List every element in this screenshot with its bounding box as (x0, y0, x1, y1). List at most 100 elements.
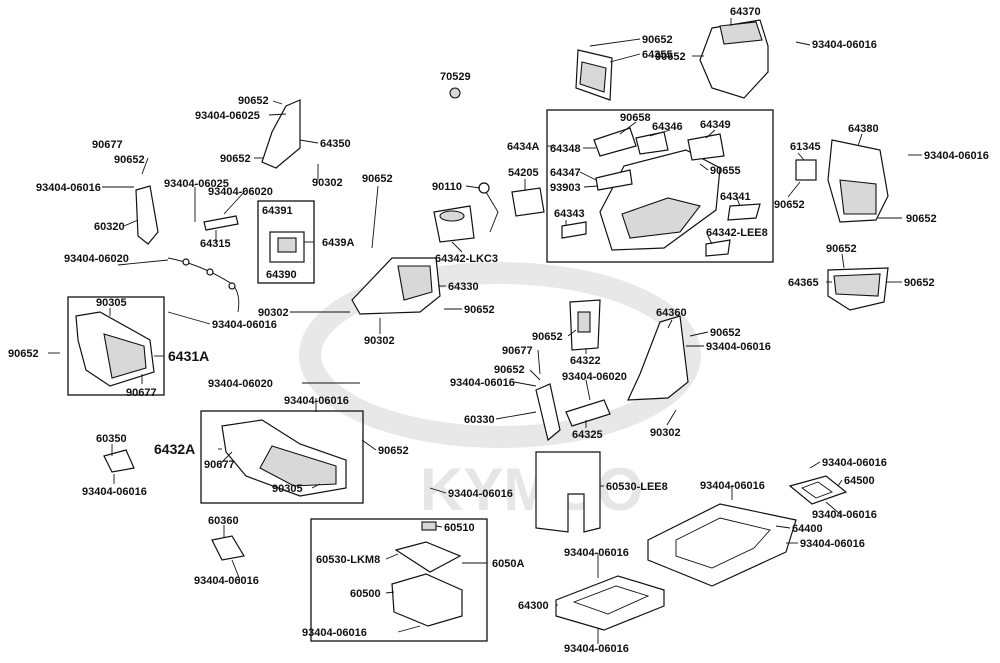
box-6050A (310, 518, 488, 642)
label-93404-06016: 93404-06016 (564, 547, 629, 559)
label-93404-06020: 93404-06020 (208, 378, 273, 390)
label-64322: 64322 (570, 355, 601, 367)
box-6434A (546, 109, 774, 263)
part-64400 (647, 503, 797, 587)
label-93903: 93903 (550, 182, 581, 194)
label-60360: 60360 (208, 515, 239, 527)
label-90655: 90655 (710, 165, 741, 177)
label-93404-06020: 93404-06020 (208, 186, 273, 198)
label-93404-06016: 93404-06016 (800, 538, 865, 550)
part-64360 (627, 315, 689, 401)
label-93404-06016: 93404-06016 (924, 150, 989, 162)
label-64370: 64370 (730, 6, 761, 18)
part-64300 (555, 575, 665, 631)
label-90110: 90110 (432, 181, 462, 193)
label-60320: 60320 (94, 221, 125, 233)
label-90652: 90652 (494, 364, 525, 376)
part-wire-harness-left (167, 257, 240, 313)
part-64380 (827, 139, 889, 223)
part-64342-LKC3 (433, 205, 475, 243)
part-64315 (203, 215, 239, 231)
part-6439A (269, 231, 305, 263)
label-93404-06020: 93404-06020 (562, 371, 627, 383)
label-93404-06016: 93404-06016 (700, 480, 765, 492)
label-90302: 90302 (258, 307, 289, 319)
label-90652: 90652 (826, 243, 857, 255)
label-64343: 64343 (554, 208, 585, 220)
watermark-text: KYMCO (420, 456, 643, 523)
label-64365: 64365 (788, 277, 819, 289)
label-93404-06016: 93404-06016 (448, 488, 513, 500)
label-6432A: 6432A (154, 441, 195, 457)
label-64360: 64360 (656, 307, 687, 319)
label-64390: 64390 (266, 269, 297, 281)
label-90302: 90302 (312, 177, 343, 189)
label-90305: 90305 (272, 483, 303, 495)
part-64365 (827, 267, 889, 311)
label-60500: 60500 (350, 588, 381, 600)
label-60530-LEE8: 60530-LEE8 (606, 481, 668, 493)
part-90110 (478, 182, 499, 233)
label-60530-LKM8: 60530-LKM8 (316, 554, 380, 566)
part-60320 (135, 185, 159, 245)
label-64342-LKC3: 64342-LKC3 (435, 253, 498, 265)
label-93404-06016: 93404-06016 (82, 486, 147, 498)
label-60510: 60510 (444, 522, 475, 534)
label-90652: 90652 (8, 348, 39, 360)
label-93404-06025: 93404-06025 (195, 110, 260, 122)
label-64400: 64400 (792, 523, 823, 535)
label-64346: 64346 (652, 121, 683, 133)
label-64325: 64325 (572, 429, 603, 441)
label-64380: 64380 (848, 123, 879, 135)
label-93404-06016: 93404-06016 (822, 457, 887, 469)
label-54205: 54205 (508, 167, 539, 179)
label-93404-06020: 93404-06020 (64, 253, 129, 265)
label-93404-06016: 93404-06016 (812, 39, 877, 51)
part-64325 (565, 399, 611, 427)
label-90652: 90652 (532, 331, 563, 343)
label-6439A: 6439A (322, 237, 354, 249)
label-64341: 64341 (720, 191, 751, 203)
label-90652: 90652 (378, 445, 409, 457)
label-93404-06016: 93404-06016 (36, 182, 101, 194)
label-90302: 90302 (364, 335, 395, 347)
part-6432A (221, 419, 347, 497)
part-70529 (449, 87, 461, 99)
part-64330 (351, 257, 441, 315)
part-64500 (788, 475, 848, 505)
label-93404-06016: 93404-06016 (450, 377, 515, 389)
part-labels: 90652 64355 64370 90652 93404-06016 7052… (8, 6, 989, 655)
label-93404-06016: 93404-06016 (706, 341, 771, 353)
label-90652: 90652 (220, 153, 251, 165)
part-64370 (699, 19, 769, 99)
label-93404-06016: 93404-06016 (212, 319, 277, 331)
label-60350: 60350 (96, 433, 127, 445)
label-6050A: 6050A (492, 558, 524, 570)
label-90658: 90658 (620, 112, 651, 124)
label-90305: 90305 (96, 297, 127, 309)
part-60360 (211, 535, 245, 561)
label-90652: 90652 (362, 173, 393, 185)
part-61345 (795, 159, 817, 181)
label-90302: 90302 (650, 427, 681, 439)
label-64391: 64391 (262, 205, 293, 217)
box-6431A (67, 296, 165, 396)
label-64315: 64315 (200, 238, 231, 250)
label-90652: 90652 (642, 34, 673, 46)
part-6050A-box (391, 521, 463, 627)
label-90677: 90677 (204, 459, 235, 471)
label-64300: 64300 (518, 600, 549, 612)
label-90652: 90652 (114, 154, 145, 166)
label-64350: 64350 (320, 138, 351, 150)
label-60330: 60330 (464, 414, 495, 426)
part-64350 (261, 99, 301, 169)
kymco-watermark: KYMCO (299, 262, 701, 523)
label-64355: 64355 (642, 49, 673, 61)
part-60530-LEE8 (535, 451, 601, 533)
label-90652: 90652 (774, 199, 805, 211)
part-64322 (569, 299, 601, 351)
part-6431A (75, 311, 155, 387)
label-70529: 70529 (440, 71, 471, 83)
